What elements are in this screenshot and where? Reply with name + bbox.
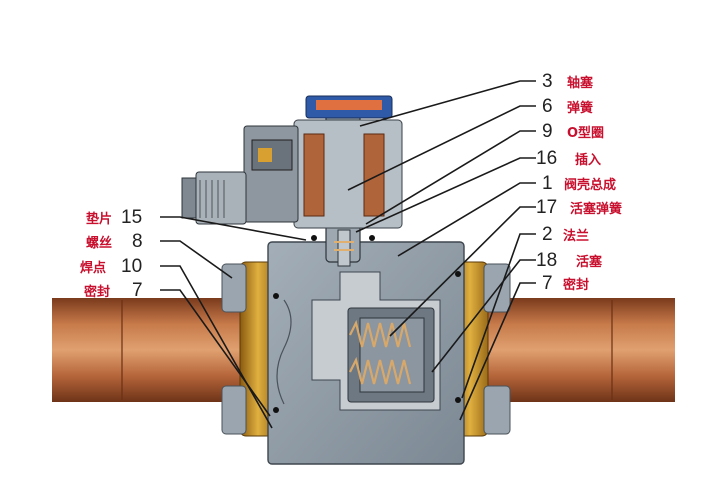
svg-text:17: 17 — [536, 197, 557, 218]
svg-text:O型圈: O型圈 — [567, 125, 604, 141]
svg-text:7: 7 — [542, 273, 553, 294]
svg-text:16: 16 — [536, 148, 557, 169]
leader-lines-right — [347, 80, 536, 421]
label-left-1: 螺丝 8 — [86, 231, 143, 252]
solenoid-coil — [293, 95, 403, 229]
label-right-0: 3 轴塞 — [542, 71, 594, 92]
svg-text:2: 2 — [542, 224, 553, 245]
svg-text:15: 15 — [121, 207, 142, 228]
svg-text:9: 9 — [542, 121, 553, 142]
svg-text:活塞: 活塞 — [576, 254, 603, 270]
label-left-2: 焊点 10 — [80, 256, 142, 277]
svg-text:密封: 密封 — [83, 284, 110, 300]
label-right-8: 7 密封 — [542, 273, 589, 294]
svg-text:插入: 插入 — [575, 152, 601, 168]
label-left-3: 密封 7 — [83, 280, 143, 301]
svg-text:活塞弹簧: 活塞弹簧 — [570, 201, 622, 217]
svg-text:3: 3 — [542, 71, 553, 92]
right-copper-pipe — [470, 298, 675, 402]
svg-text:1: 1 — [542, 173, 553, 194]
svg-text:轴塞: 轴塞 — [567, 75, 594, 91]
svg-text:阀壳总成: 阀壳总成 — [564, 177, 616, 193]
svg-text:密封: 密封 — [562, 277, 589, 293]
svg-text:18: 18 — [536, 250, 557, 271]
labels-right: 3 轴塞 6 弹簧 9 O型圈 16 插入 1 阀壳总成 17 活塞弹簧 2 法… — [536, 71, 622, 294]
label-right-7: 18 活塞 — [536, 250, 603, 271]
terminal-box — [181, 125, 299, 225]
leader-lines-left — [160, 216, 307, 429]
left-copper-pipe — [52, 298, 248, 402]
svg-text:垫片: 垫片 — [86, 211, 112, 227]
svg-text:7: 7 — [132, 280, 143, 301]
svg-text:8: 8 — [132, 231, 143, 252]
label-right-5: 17 活塞弹簧 — [536, 197, 622, 218]
label-right-4: 1 阀壳总成 — [542, 173, 616, 194]
label-right-2: 9 O型圈 — [542, 121, 604, 142]
svg-text:弹簧: 弹簧 — [567, 100, 593, 116]
svg-text:6: 6 — [542, 96, 553, 117]
label-right-6: 2 法兰 — [542, 224, 589, 245]
svg-text:10: 10 — [121, 256, 142, 277]
svg-text:法兰: 法兰 — [563, 228, 589, 244]
valve-body — [267, 235, 465, 465]
svg-text:焊点: 焊点 — [80, 260, 106, 276]
label-right-3: 16 插入 — [536, 148, 601, 169]
svg-text:螺丝: 螺丝 — [86, 235, 112, 251]
labels-left: 垫片 15 螺丝 8 焊点 10 密封 7 — [80, 207, 143, 301]
label-left-0: 垫片 15 — [86, 207, 142, 228]
label-right-1: 6 弹簧 — [542, 96, 593, 117]
